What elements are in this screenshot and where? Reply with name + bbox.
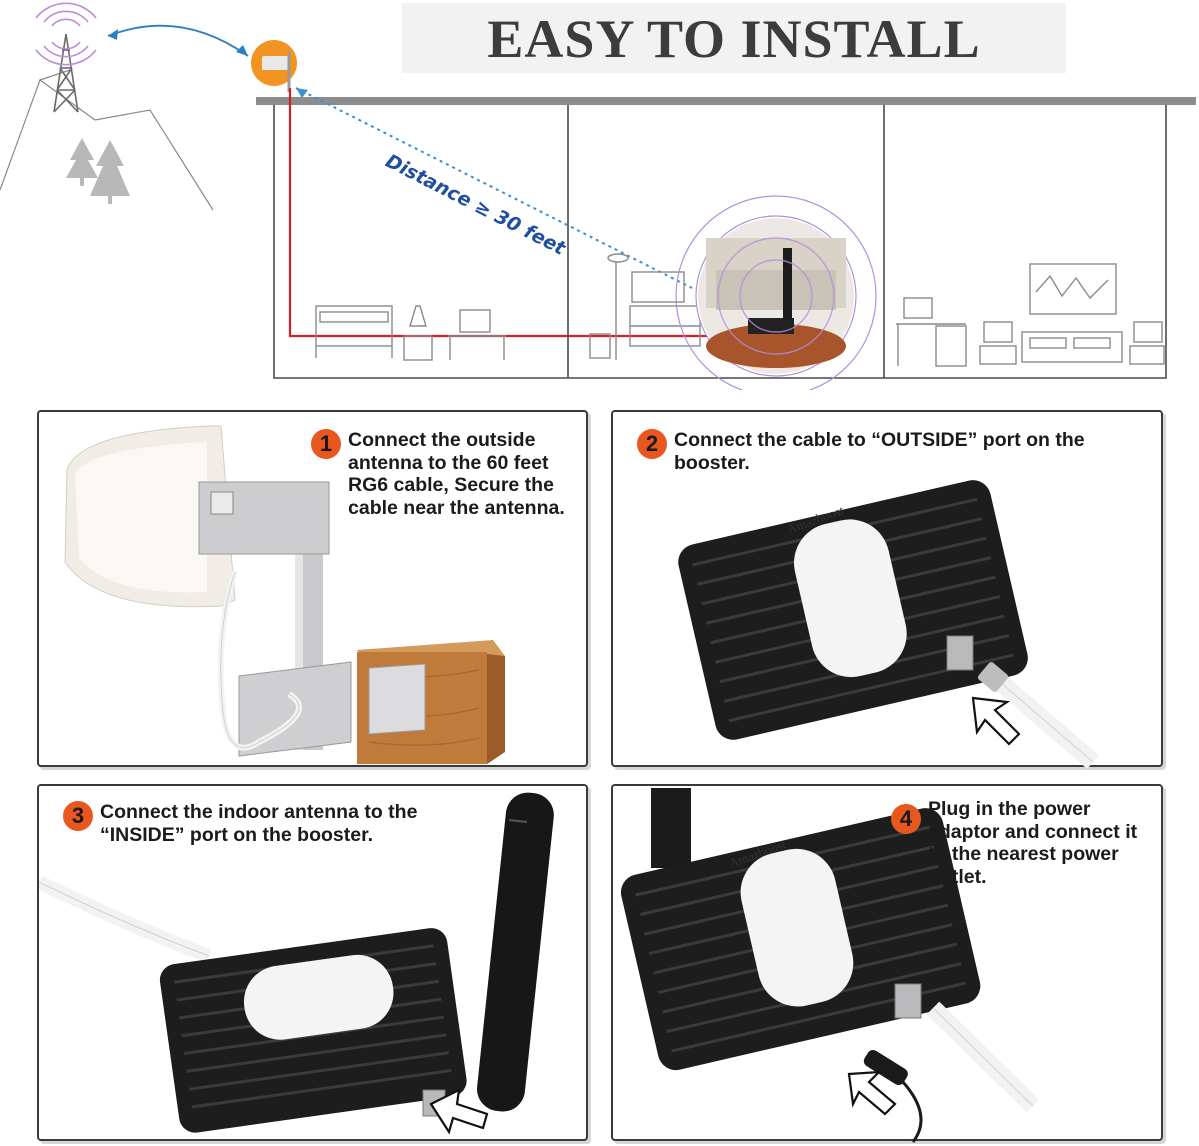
step-3-panel: 3 Connect the indoor antenna to the “INS… [37, 784, 588, 1141]
step-4: 4 Plug in the power adaptor and connect … [891, 798, 1153, 888]
direction-arrow-icon [971, 696, 1021, 746]
title-band [402, 3, 1066, 73]
living-room-inset [675, 195, 877, 390]
booster-power-illustration: Amazboost [620, 788, 1040, 1143]
cell-tower-icon [53, 33, 79, 113]
step-3: 3 Connect the indoor antenna to the “INS… [63, 801, 483, 846]
step-4-panel: Amazboost 4 Plug in the power adaptor an… [611, 784, 1163, 1143]
booster-inside-port-illustration [39, 792, 554, 1135]
outdoor-antenna-icon [251, 40, 297, 92]
step-number-badge: 2 [637, 429, 667, 459]
step-1: 1 Connect the outside antenna to the 60 … [311, 429, 581, 519]
step-1-panel: 1 Connect the outside antenna to the 60 … [37, 410, 588, 767]
roof-line [256, 97, 1196, 105]
step-2-panel: Amazboost 2 Connect the cable to “OUTSID… [611, 410, 1163, 769]
house-outline [273, 105, 1167, 379]
link-arrow [107, 24, 249, 57]
coax-cable [288, 88, 716, 338]
desk-icon [448, 309, 506, 360]
distance-line [295, 87, 693, 289]
outdoor-antenna-illustration [64, 425, 505, 764]
direction-arrow-icon [429, 1088, 489, 1135]
step-2: 2 Connect the cable to “OUTSIDE” port on… [637, 429, 1147, 474]
booster-outside-port-illustration: Amazboost [678, 480, 1099, 769]
step-2-text: Connect the cable to “OUTSIDE” port on t… [674, 429, 1085, 474]
step-number-badge: 3 [63, 801, 93, 831]
step-4-text: Plug in the power adaptor and connect it… [928, 798, 1138, 888]
step-number-badge: 1 [311, 429, 341, 459]
direction-arrow-icon [847, 1070, 897, 1116]
sofa-icon [589, 253, 701, 360]
step-1-text: Connect the outside antenna to the 60 fe… [348, 429, 565, 519]
step-3-text: Connect the indoor antenna to the “INSID… [100, 801, 418, 846]
page-title: EASY TO INSTALL [487, 9, 981, 69]
tower-signal-icon [35, 2, 97, 66]
bed-icon [315, 305, 433, 361]
step-number-badge: 4 [891, 804, 921, 834]
install-scene [0, 2, 1196, 390]
bedroom-icon [896, 263, 1165, 367]
tree-icon [66, 138, 130, 204]
